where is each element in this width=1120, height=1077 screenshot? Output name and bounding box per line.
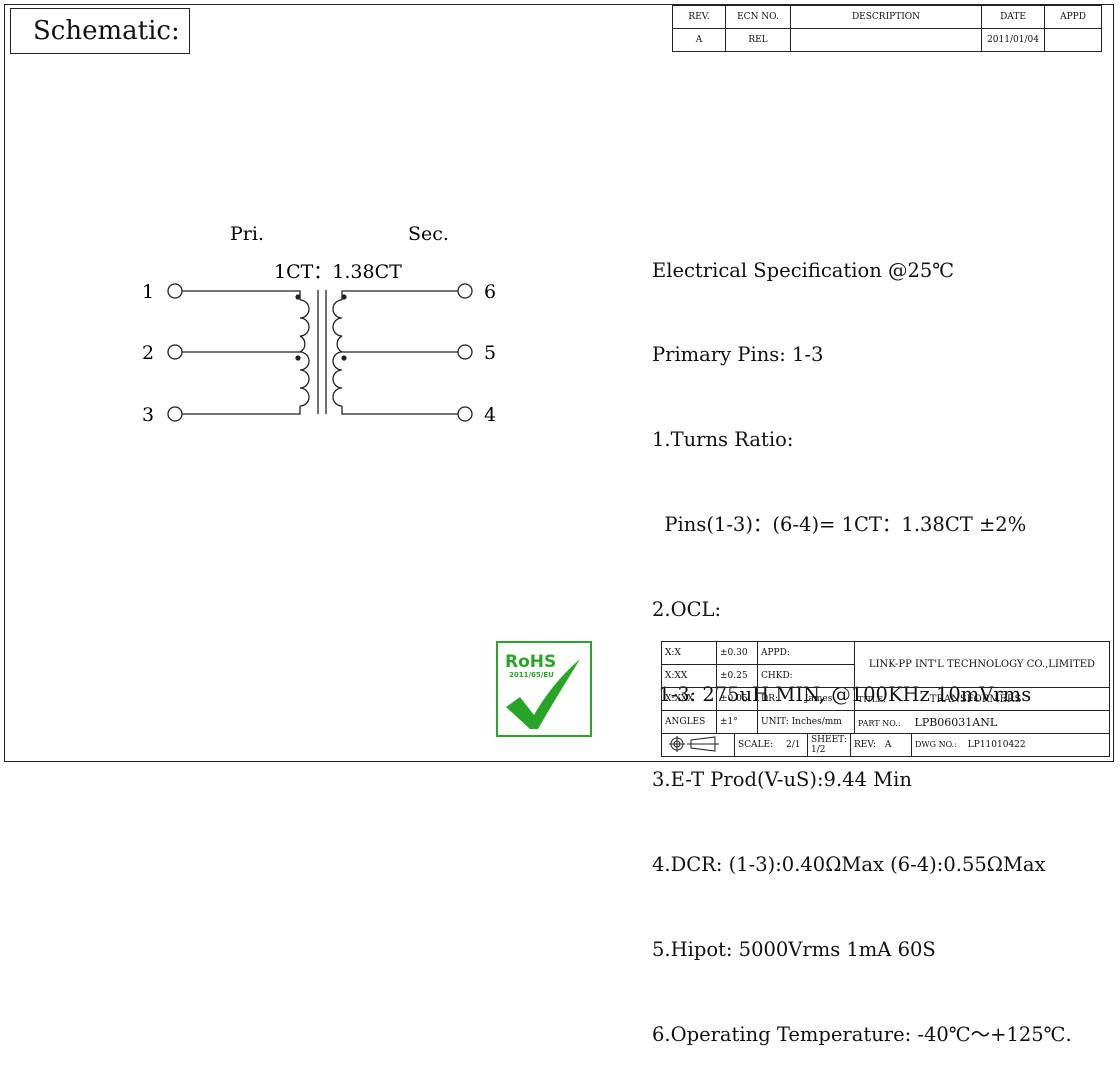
appd-field: APPD: — [757, 641, 855, 665]
appd-header: APPD — [1044, 5, 1102, 29]
rohs-logo-text: RoHS — [505, 652, 556, 672]
pin-3-terminal — [167, 406, 183, 422]
secondary-label: Sec. — [408, 223, 449, 245]
date-value: 2011/01/04 — [981, 28, 1045, 52]
secondary-winding — [332, 299, 343, 407]
rev-value: A — [672, 28, 726, 52]
ecn-value: REL — [725, 28, 791, 52]
tol-x-label: X:X — [661, 641, 717, 665]
rev-header: REV. — [672, 5, 726, 29]
unit-field: UNIT: Inches/mm — [757, 710, 855, 734]
spec-turns-ratio-value: Pins(1-3)：(6-4)= 1CT：1.38CT ±2% — [652, 513, 1027, 537]
third-angle-projection-icon — [669, 735, 719, 752]
page-title: Schematic: — [10, 8, 190, 54]
secondary-polarity-dot-1 — [341, 294, 347, 300]
drawing-frame — [4, 4, 1114, 762]
pin-2-label: 2 — [142, 342, 154, 364]
spec-ocl: 2.OCL: — [652, 598, 722, 622]
primary-label: Pri. — [230, 223, 264, 245]
electrical-specification: Electrical Specification @25℃ Primary Pi… — [652, 200, 1072, 1077]
pin-4-label: 4 — [484, 404, 496, 426]
rohs-logo: RoHS 2011/65/EU — [496, 641, 592, 737]
rev-field: REV: A — [850, 733, 912, 757]
appd-value — [1044, 28, 1102, 52]
spec-dcr: 4.DCR: (1-3):0.40ΩMax (6-4):0.55ΩMax — [652, 852, 1046, 876]
title-field: TITLE:TRANSFORMERS — [854, 687, 1110, 711]
transformer-schematic: Pri. Sec. 1CT：1.38CT 1 2 3 6 5 4 — [142, 223, 496, 426]
spec-heading: Electrical Specification @25℃ — [652, 258, 955, 282]
pin-3-label: 3 — [142, 404, 154, 426]
company-name: LINK-PP INT'L TECHNOLOGY CO.,LIMITED — [854, 641, 1110, 688]
tol-xx-value: ±0.25 — [716, 664, 758, 688]
pin-4-terminal — [457, 406, 473, 422]
tol-x-value: ±0.30 — [716, 641, 758, 665]
description-value — [790, 28, 982, 52]
scale-field: SCALE: 2/1 — [734, 733, 808, 757]
pin-2-terminal — [167, 344, 183, 360]
primary-lead-1 — [182, 290, 301, 300]
sheet-field: SHEET: 1/2 — [807, 733, 851, 757]
pin-6-terminal — [457, 283, 473, 299]
angles-value: ±1° — [716, 710, 758, 734]
description-header: DESCRIPTION — [790, 5, 982, 29]
primary-polarity-dot-1 — [295, 294, 301, 300]
angles-label: ANGLES — [661, 710, 717, 734]
primary-winding — [299, 299, 310, 407]
date-header: DATE — [981, 5, 1045, 29]
chkd-field: CHKD: — [757, 664, 855, 688]
spec-turns-ratio: 1.Turns Ratio: — [652, 428, 794, 452]
drawn-by-field: DR: James — [757, 687, 855, 711]
pin-1-terminal — [167, 283, 183, 299]
turns-ratio-label: 1CT：1.38CT — [274, 261, 402, 283]
revision-table: REV. ECN NO. DESCRIPTION DATE APPD A REL… — [672, 5, 1102, 52]
checkmark-icon — [506, 659, 580, 729]
secondary-lead-4 — [341, 406, 458, 415]
primary-lead-3 — [182, 406, 301, 415]
title-block: X:X ±0.30 APPD: LINK-PP INT'L TECHNOLOGY… — [661, 641, 1110, 757]
drawing-number-field: DWG NO.: LP11010422 — [911, 733, 1110, 757]
secondary-lead-6 — [341, 290, 458, 300]
pin-5-terminal — [457, 344, 473, 360]
tol-xxx-value: ±0.05 — [716, 687, 758, 711]
tol-xx-label: X:XX — [661, 664, 717, 688]
projection-symbol — [661, 733, 735, 757]
pin-6-label: 6 — [484, 281, 496, 303]
pin-1-label: 1 — [142, 281, 154, 303]
pin-5-label: 5 — [484, 342, 496, 364]
rohs-directive: 2011/65/EU — [509, 671, 554, 679]
spec-hipot: 5.Hipot: 5000Vrms 1mA 60S — [652, 937, 936, 961]
tol-xxx-label: X:XXX — [661, 687, 717, 711]
ecn-header: ECN NO. — [725, 5, 791, 29]
primary-polarity-dot-2 — [295, 355, 301, 361]
part-number-field: PART NO.:LPB06031ANL — [854, 710, 1110, 734]
spec-operating-temperature: 6.Operating Temperature: -40℃～+125℃. — [652, 1022, 1072, 1046]
spec-primary-pins: Primary Pins: 1-3 — [652, 343, 824, 367]
secondary-polarity-dot-2 — [341, 355, 347, 361]
spec-et-prod: 3.E-T Prod(V-uS):9.44 Min — [652, 767, 912, 791]
